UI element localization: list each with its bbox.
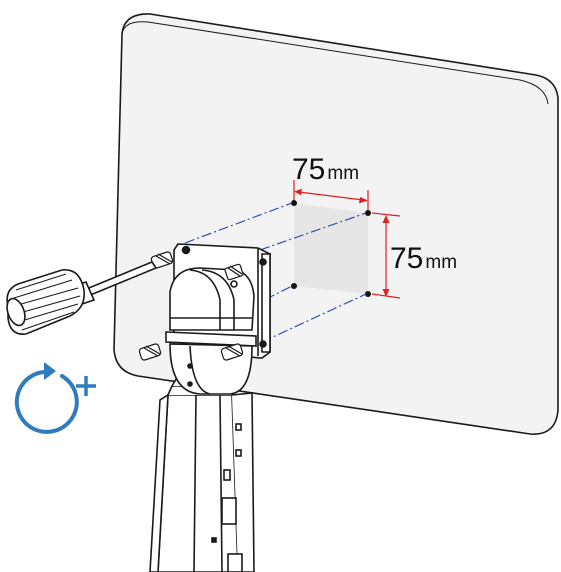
screw-top-left [150, 251, 174, 269]
vesa-hole-top-right [365, 210, 371, 216]
rotate-clockwise-plus-icon [14, 362, 96, 434]
vesa-hole-top-left [291, 200, 297, 206]
screwdriver-icon [6, 261, 158, 335]
screw-bottom-right [220, 343, 244, 361]
screw-top-right [224, 263, 244, 281]
width-value: 75 [292, 153, 325, 186]
width-unit: mm [327, 163, 359, 184]
screw-bottom-left [138, 343, 162, 361]
vesa-hole-bottom-left [291, 283, 297, 289]
stand-column [149, 375, 255, 572]
height-value: 75 [390, 242, 423, 275]
dimension-lines [293, 180, 401, 299]
vesa-hole-pattern [291, 200, 371, 297]
vesa-hole-bottom-right [365, 291, 371, 297]
height-unit: mm [425, 252, 457, 273]
